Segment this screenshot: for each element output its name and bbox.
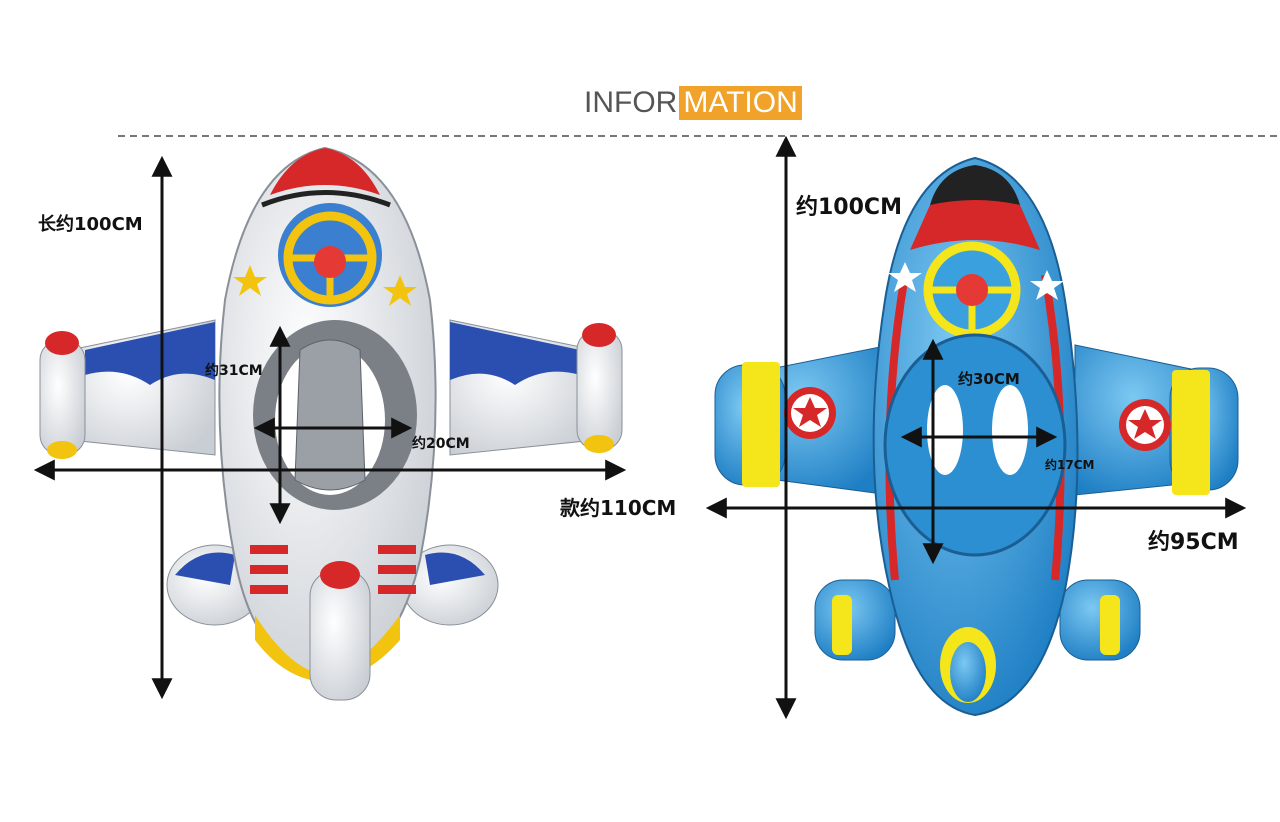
left-seat-width-label: 约20CM <box>412 436 470 452</box>
rocket-float-icon <box>39 146 623 701</box>
page-title: INFOR MATION <box>584 86 802 120</box>
right-width-label: 约95CM <box>1148 530 1239 555</box>
left-seat-height-label: 约31CM <box>205 363 263 379</box>
title-part-gray: INFOR <box>584 86 678 119</box>
left-length-label: 长约100CM <box>38 214 143 235</box>
right-length-label: 约100CM <box>796 195 902 220</box>
right-seat-height-label: 约30CM <box>958 370 1020 388</box>
title-part-orange: MATION <box>679 86 802 120</box>
right-seat-width-label: 约17CM <box>1045 458 1095 472</box>
left-width-label: 款约110CM <box>560 496 677 520</box>
